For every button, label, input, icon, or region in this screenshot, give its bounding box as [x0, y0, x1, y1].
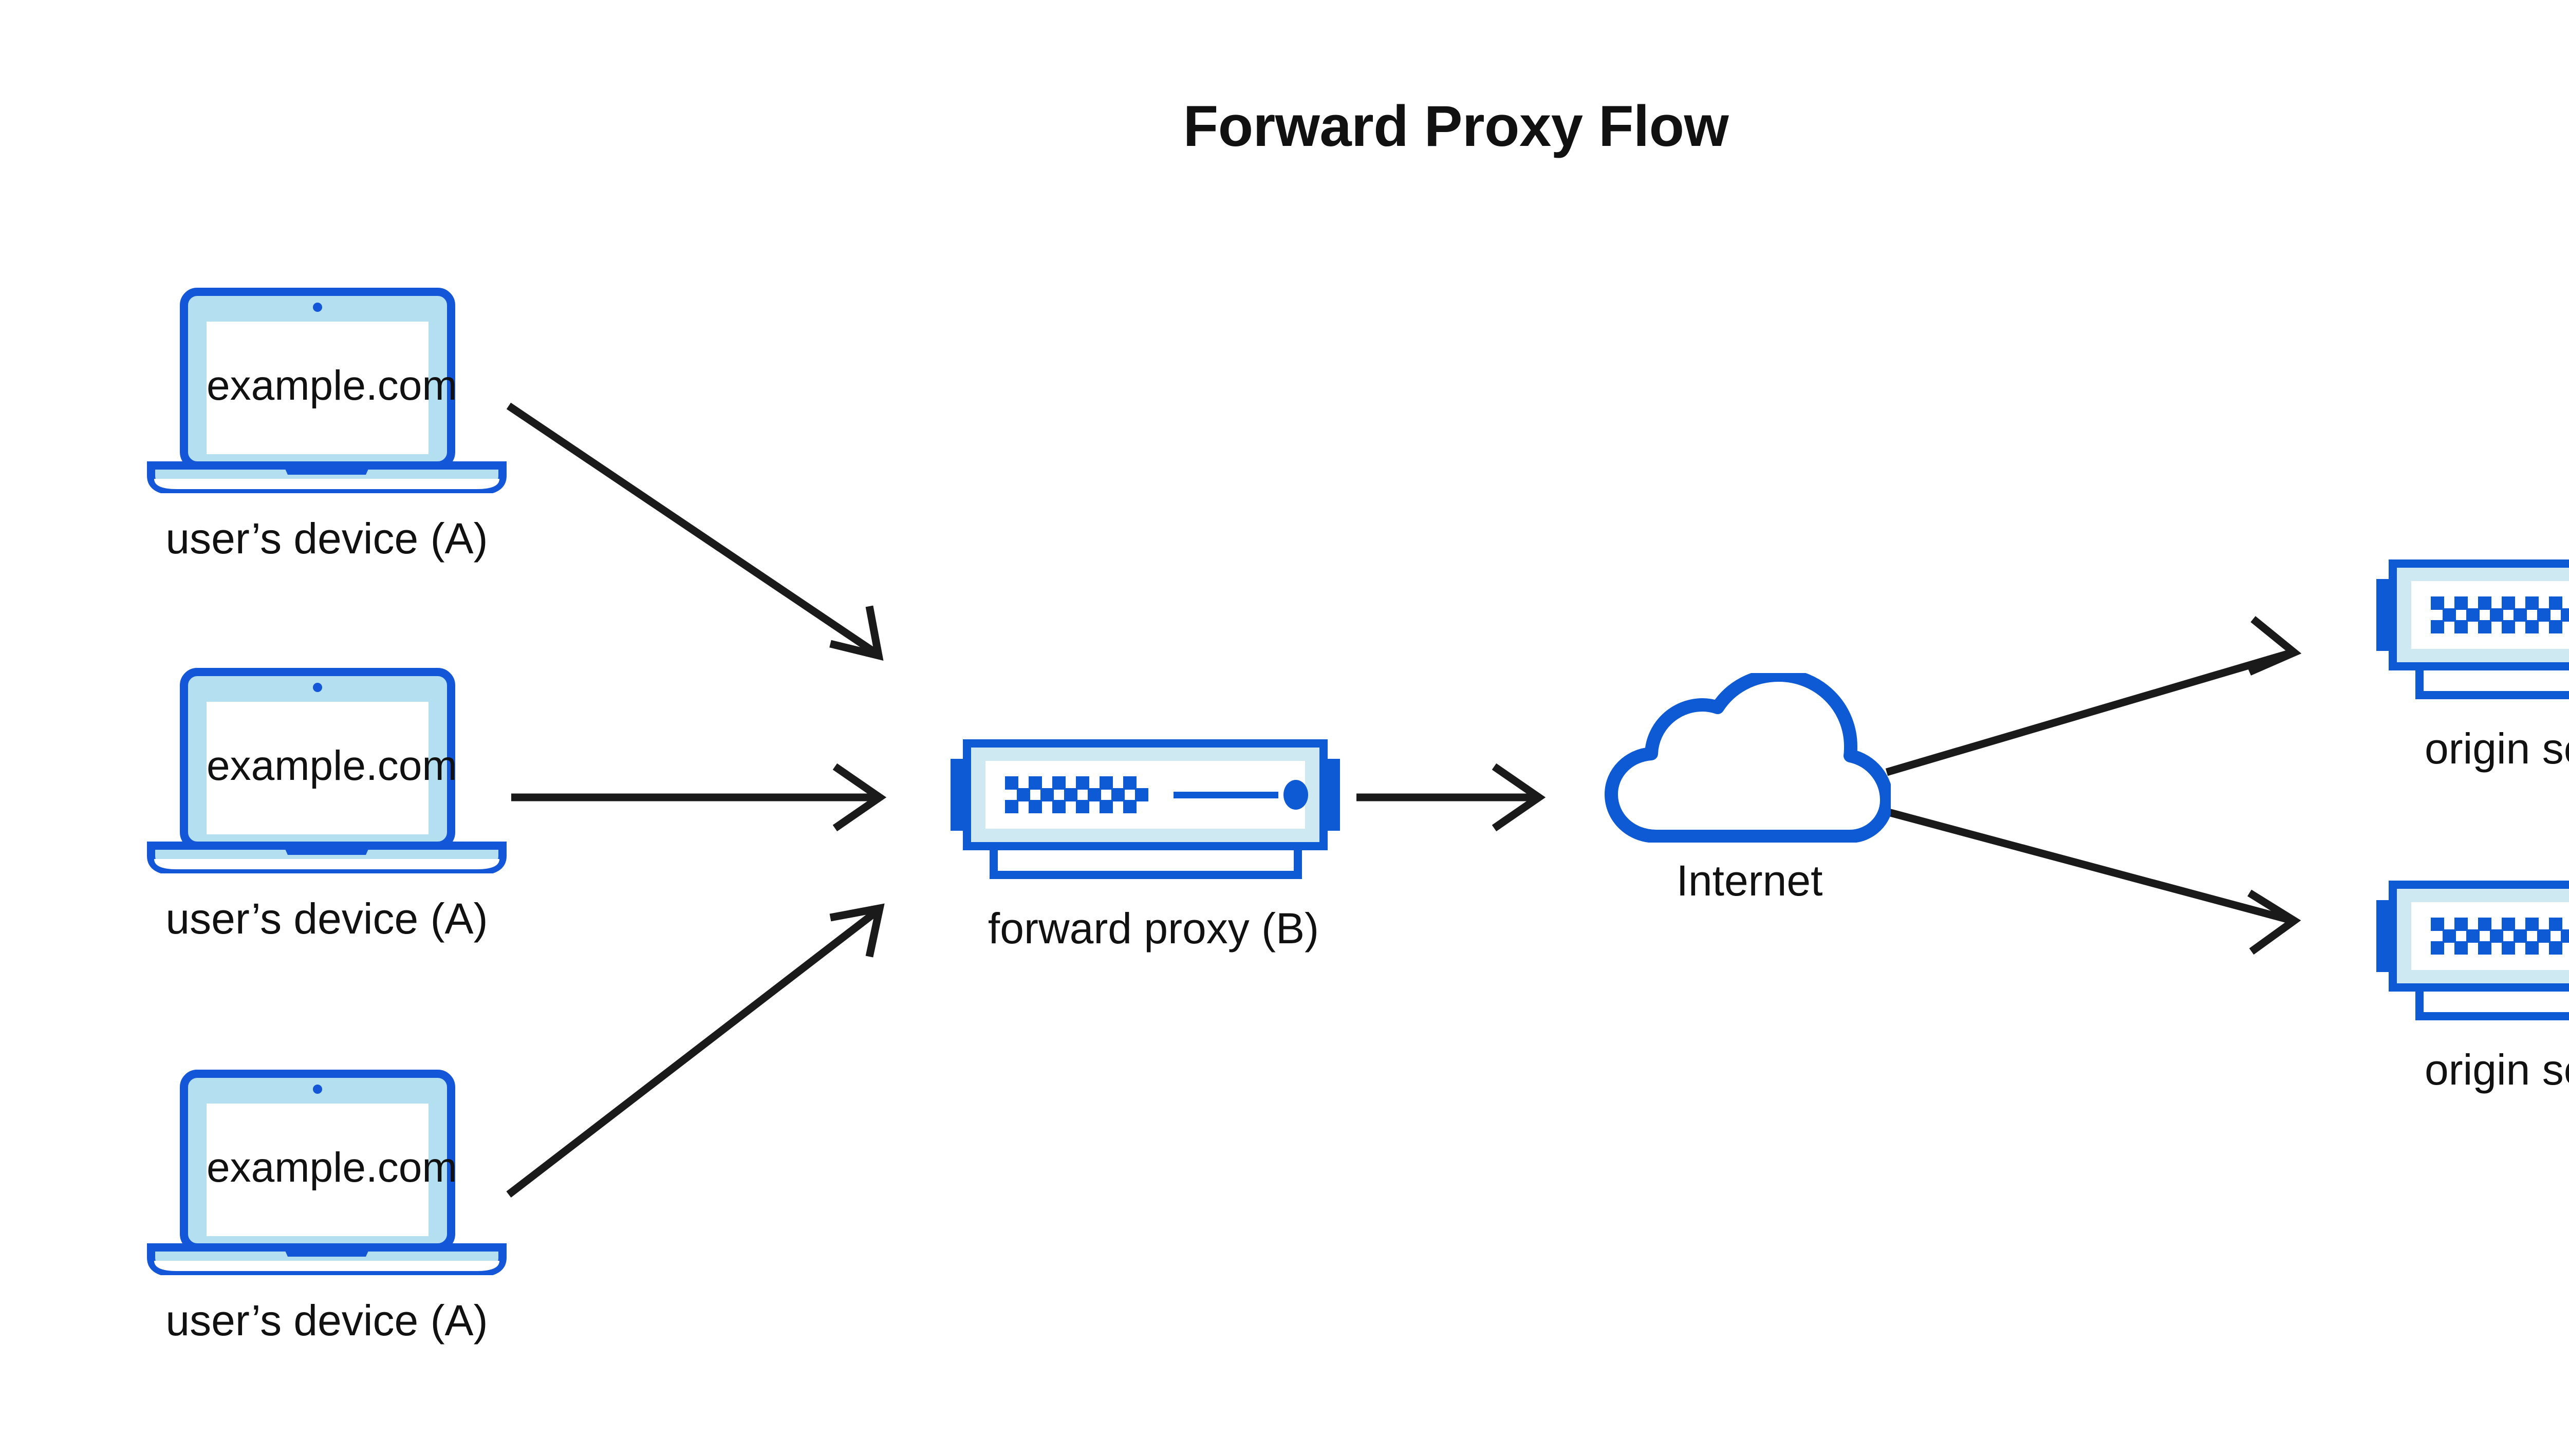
node-label-client-top: user’s device (A) — [165, 514, 488, 563]
laptop-screen-text: example.com — [207, 742, 457, 789]
arrow-client-middle-to-proxy — [511, 763, 887, 832]
laptop-icon — [147, 668, 507, 873]
node-forward-proxy[interactable]: forward proxy (B) — [951, 737, 1356, 950]
node-origin-server-bottom[interactable]: origin server (C) — [2376, 879, 2569, 1091]
node-label-origin-server-top: origin server (C) — [2424, 724, 2569, 773]
node-label-client-bottom: user’s device (A) — [165, 1296, 488, 1345]
server-icon — [2376, 559, 2569, 699]
node-label-forward-proxy: forward proxy (B) — [988, 904, 1319, 953]
arrow-proxy-to-internet — [1356, 763, 1546, 832]
cloud-icon — [1605, 673, 1891, 843]
arrow-internet-to-origin-bottom — [1886, 808, 2301, 955]
laptop-screen-text: example.com — [207, 1144, 457, 1191]
node-label-client-middle: user’s device (A) — [165, 894, 488, 943]
node-client-top[interactable]: example.com user’s device (A) — [144, 288, 510, 560]
arrow-client-top-to-proxy — [506, 402, 884, 661]
server-icon — [2376, 881, 2569, 1020]
node-client-bottom[interactable]: example.com user’s device (A) — [144, 1070, 510, 1342]
server-icon — [951, 739, 1340, 879]
node-client-middle[interactable]: example.com user’s device (A) — [144, 668, 510, 940]
laptop-icon — [147, 288, 507, 493]
laptop-screen-text: example.com — [207, 362, 457, 409]
node-internet[interactable]: Internet — [1603, 673, 1891, 902]
arrow-internet-to-origin-top — [1885, 616, 2302, 776]
node-label-internet: Internet — [1676, 856, 1823, 905]
laptop-icon — [147, 1070, 507, 1275]
page-title: Forward Proxy Flow — [1183, 94, 1729, 158]
arrow-client-bottom-to-proxy — [506, 903, 885, 1198]
node-label-origin-server-bottom: origin server (C) — [2424, 1046, 2569, 1094]
node-origin-server-top[interactable]: origin server (C) — [2376, 557, 2569, 770]
